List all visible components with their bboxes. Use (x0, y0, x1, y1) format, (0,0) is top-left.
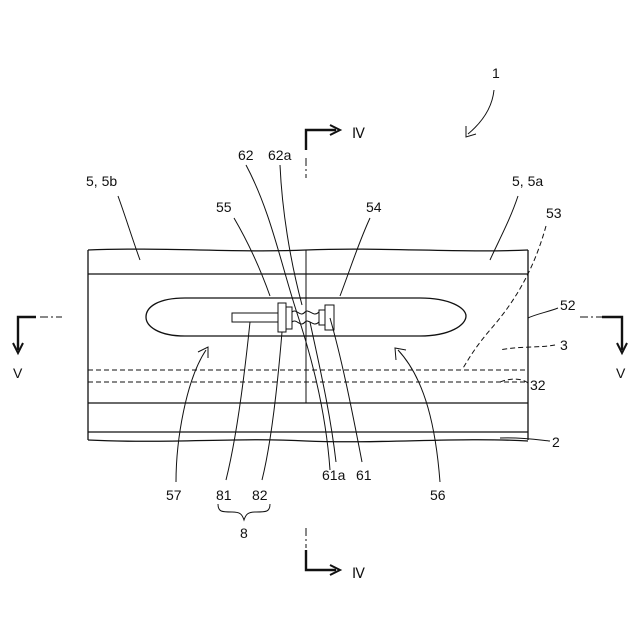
pin-81 (232, 313, 278, 322)
label-56: 56 (430, 487, 446, 503)
belt-body (88, 249, 528, 442)
label-v-right: V (616, 365, 626, 381)
head-82-cap (286, 307, 292, 329)
leader-1 (468, 90, 494, 134)
label-57: 57 (166, 487, 182, 503)
belt-bottom-edge (88, 440, 528, 442)
label-5-5a: 5, 5a (512, 173, 543, 189)
label-81: 81 (216, 487, 232, 503)
label-54: 54 (366, 199, 382, 215)
label-3: 3 (560, 337, 568, 353)
label-1: 1 (492, 65, 500, 81)
label-82: 82 (252, 487, 268, 503)
connector-8 (232, 303, 334, 332)
section-iv: Ⅳ Ⅳ (306, 125, 365, 581)
label-8: 8 (240, 525, 248, 541)
reference-labels: 5, 5b 5, 5a 55 54 53 52 3 32 2 62 62a 61… (86, 147, 576, 541)
label-iv-bottom: Ⅳ (352, 565, 365, 581)
brace-8 (218, 504, 270, 520)
belt-top-edge (88, 249, 528, 251)
label-v-left: V (13, 365, 23, 381)
head-61-stem (319, 310, 325, 325)
section-arrow-iv-bottom (306, 550, 336, 570)
section-v: V V (13, 317, 627, 381)
label-52: 52 (560, 297, 576, 313)
section-arrow-iv-top (306, 130, 336, 150)
label-2: 2 (552, 434, 560, 450)
label-32: 32 (530, 377, 546, 393)
label-61a: 61a (322, 467, 346, 483)
label-62: 62 (238, 147, 254, 163)
label-61: 61 (356, 467, 372, 483)
section-arrow-v-left (18, 317, 36, 350)
label-iv-top: Ⅳ (352, 125, 365, 141)
label-5-5b: 5, 5b (86, 173, 117, 189)
head-82 (278, 303, 286, 332)
label-62a: 62a (268, 147, 292, 163)
label-53: 53 (546, 205, 562, 221)
label-55: 55 (216, 199, 232, 215)
